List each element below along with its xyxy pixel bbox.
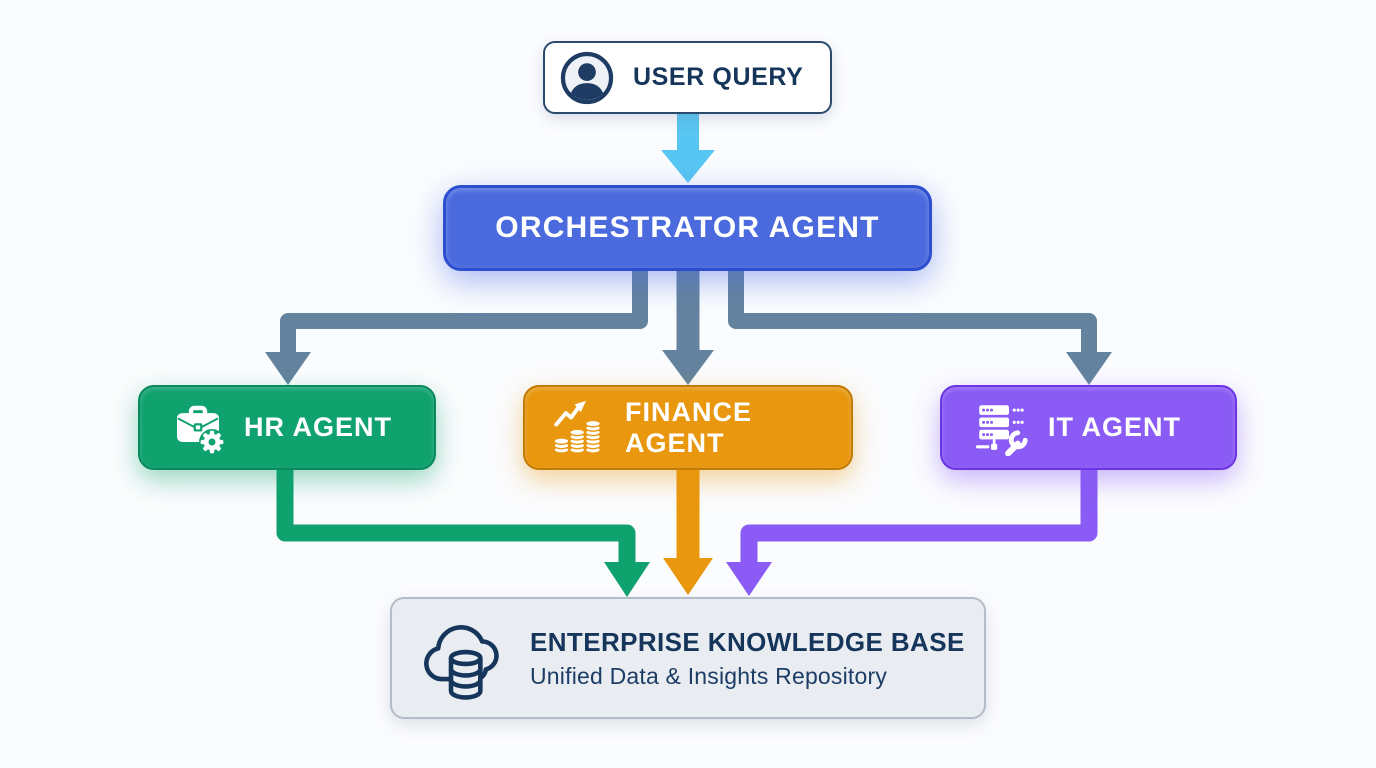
person-avatar-icon <box>560 51 614 104</box>
knowledge-base-subtitle: Unified Data & Insights Repository <box>530 662 888 689</box>
arrow-orchestrator-to-hr <box>265 264 648 385</box>
coins-growth-arrow-icon <box>553 400 602 454</box>
it-agent-label: IT AGENT <box>1048 412 1181 442</box>
finance-agent-label: FINANCE AGENT <box>625 396 752 458</box>
node-finance-agent: FINANCE AGENT <box>523 385 853 470</box>
arrow-orchestrator-to-it <box>728 264 1112 385</box>
arrow-hr-to-kb <box>276 466 650 597</box>
cloud-database-icon <box>424 625 499 700</box>
knowledge-base-title: ENTERPRISE KNOWLEDGE BASE <box>530 626 965 657</box>
node-hr-agent: HR AGENT <box>138 385 436 470</box>
arrow-finance-to-kb <box>663 466 713 595</box>
user-query-label: USER QUERY <box>633 63 804 91</box>
node-enterprise-knowledge-base: ENTERPRISE KNOWLEDGE BASE Unified Data &… <box>390 597 986 719</box>
orchestrator-label: ORCHESTRATOR AGENT <box>495 211 880 244</box>
server-wrench-icon <box>975 404 1028 456</box>
arrow-orchestrator-to-finance <box>662 264 714 385</box>
node-user-query: USER QUERY <box>543 41 832 114</box>
arrow-user-to-orchestrator <box>661 110 715 183</box>
arrow-it-to-kb <box>726 466 1098 596</box>
briefcase-gear-icon <box>177 405 225 455</box>
node-orchestrator-agent: ORCHESTRATOR AGENT <box>443 185 932 271</box>
hr-agent-label: HR AGENT <box>244 412 392 442</box>
node-it-agent: IT AGENT <box>940 385 1237 470</box>
